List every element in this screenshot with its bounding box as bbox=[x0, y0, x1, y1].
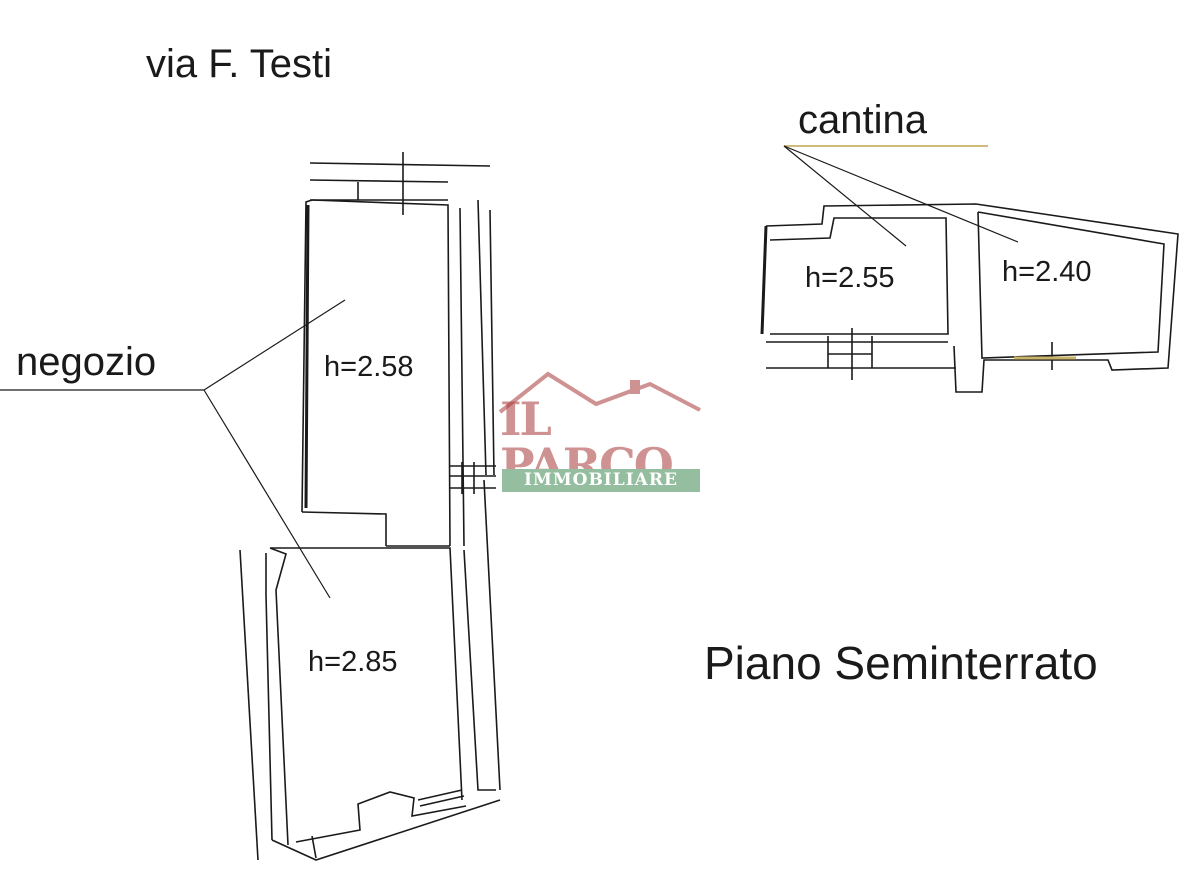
watermark-tagline: IMMOBILIARE bbox=[502, 469, 700, 492]
room-height-label: h=2.58 bbox=[324, 351, 414, 383]
shop-rear-room bbox=[239, 479, 501, 861]
watermark-roof bbox=[498, 371, 701, 414]
room-height-label: h=2.55 bbox=[805, 262, 895, 294]
shop-front-room bbox=[301, 199, 496, 547]
shop-label: negozio bbox=[16, 340, 157, 384]
room-height-label: h=2.40 bbox=[1002, 256, 1092, 288]
agency-watermark: IL PARCO IMMOBILIARE bbox=[488, 366, 702, 512]
room-height-label: h=2.85 bbox=[308, 646, 398, 678]
floor-name-label: Piano Seminterrato bbox=[704, 637, 1098, 689]
cellar-label: cantina bbox=[798, 98, 927, 142]
street-boundary bbox=[309, 152, 491, 215]
cellar-leader-lines bbox=[783, 145, 1019, 247]
shop-leader-lines bbox=[0, 299, 346, 599]
street-name-label: via F. Testi bbox=[146, 42, 332, 86]
cellar-block bbox=[760, 203, 1179, 393]
